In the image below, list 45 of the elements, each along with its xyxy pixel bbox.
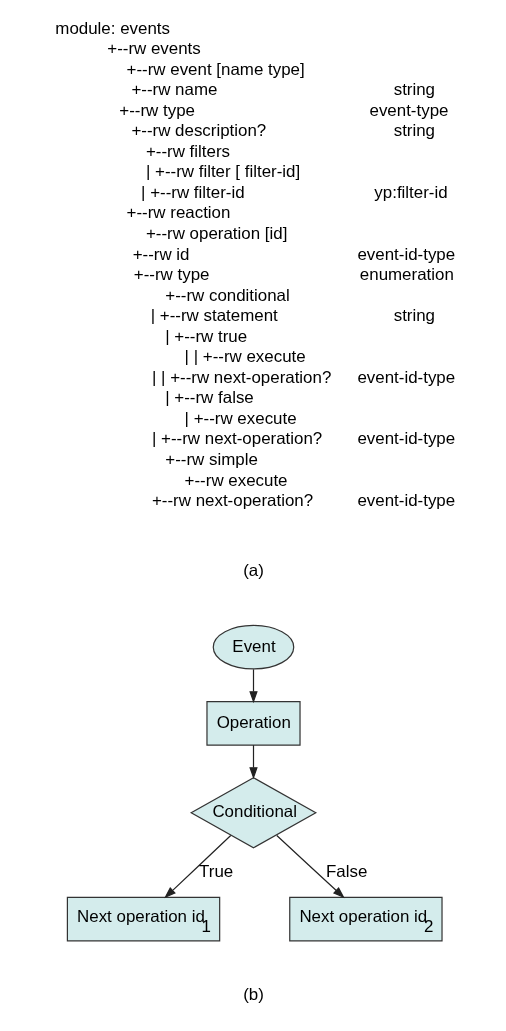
label: +--rw id bbox=[132, 244, 189, 264]
label: +--rw next-operation? bbox=[151, 491, 313, 511]
label: +--rw type bbox=[133, 265, 209, 285]
label: +--rw events bbox=[106, 39, 201, 59]
arrow bbox=[163, 834, 231, 899]
label: +--rw reaction bbox=[126, 203, 230, 223]
label: | +--rw true bbox=[164, 326, 247, 346]
arrow bbox=[275, 834, 345, 899]
label: +--rw filters bbox=[145, 141, 230, 161]
label: | +--rw filter-id bbox=[140, 182, 245, 202]
label: string bbox=[393, 121, 435, 141]
label: event-id-type bbox=[356, 491, 455, 511]
label: | | +--rw next-operation? bbox=[151, 367, 331, 387]
arrow bbox=[248, 668, 258, 704]
label: event-id-type bbox=[356, 244, 455, 264]
label: +--rw execute bbox=[184, 470, 288, 490]
label: yp:filter-id bbox=[373, 182, 448, 202]
label: event-id-type bbox=[356, 429, 455, 449]
node-ellipse: Event bbox=[212, 624, 294, 670]
label: module: events bbox=[54, 18, 170, 38]
label: | +--rw next-operation? bbox=[151, 429, 322, 449]
label: (b) bbox=[242, 984, 264, 1004]
arrow bbox=[248, 744, 258, 780]
label: | +--rw false bbox=[164, 388, 254, 408]
edge-label: False bbox=[325, 862, 367, 882]
label: string bbox=[393, 306, 435, 326]
label: | +--rw execute bbox=[184, 408, 297, 428]
label: +--rw simple bbox=[164, 449, 258, 469]
node-diamond: Conditional bbox=[189, 777, 317, 849]
label: +--rw name bbox=[130, 80, 217, 100]
label: +--rw event [name type] bbox=[126, 59, 305, 79]
node-box: Operation bbox=[205, 701, 301, 746]
label: event-id-type bbox=[356, 367, 455, 387]
label: | +--rw filter [ filter-id] bbox=[145, 162, 300, 182]
label: | | +--rw execute bbox=[184, 347, 306, 367]
label: +--rw description? bbox=[130, 121, 266, 141]
label: +--rw operation [id] bbox=[145, 224, 287, 244]
label: +--rw type bbox=[118, 100, 195, 120]
label: event-type bbox=[369, 100, 448, 120]
label: (a) bbox=[242, 560, 264, 580]
label: +--rw conditional bbox=[164, 285, 290, 305]
label: string bbox=[393, 80, 435, 100]
edge-label: True bbox=[198, 862, 233, 882]
label: enumeration bbox=[359, 265, 454, 285]
label: | +--rw statement bbox=[150, 306, 278, 326]
